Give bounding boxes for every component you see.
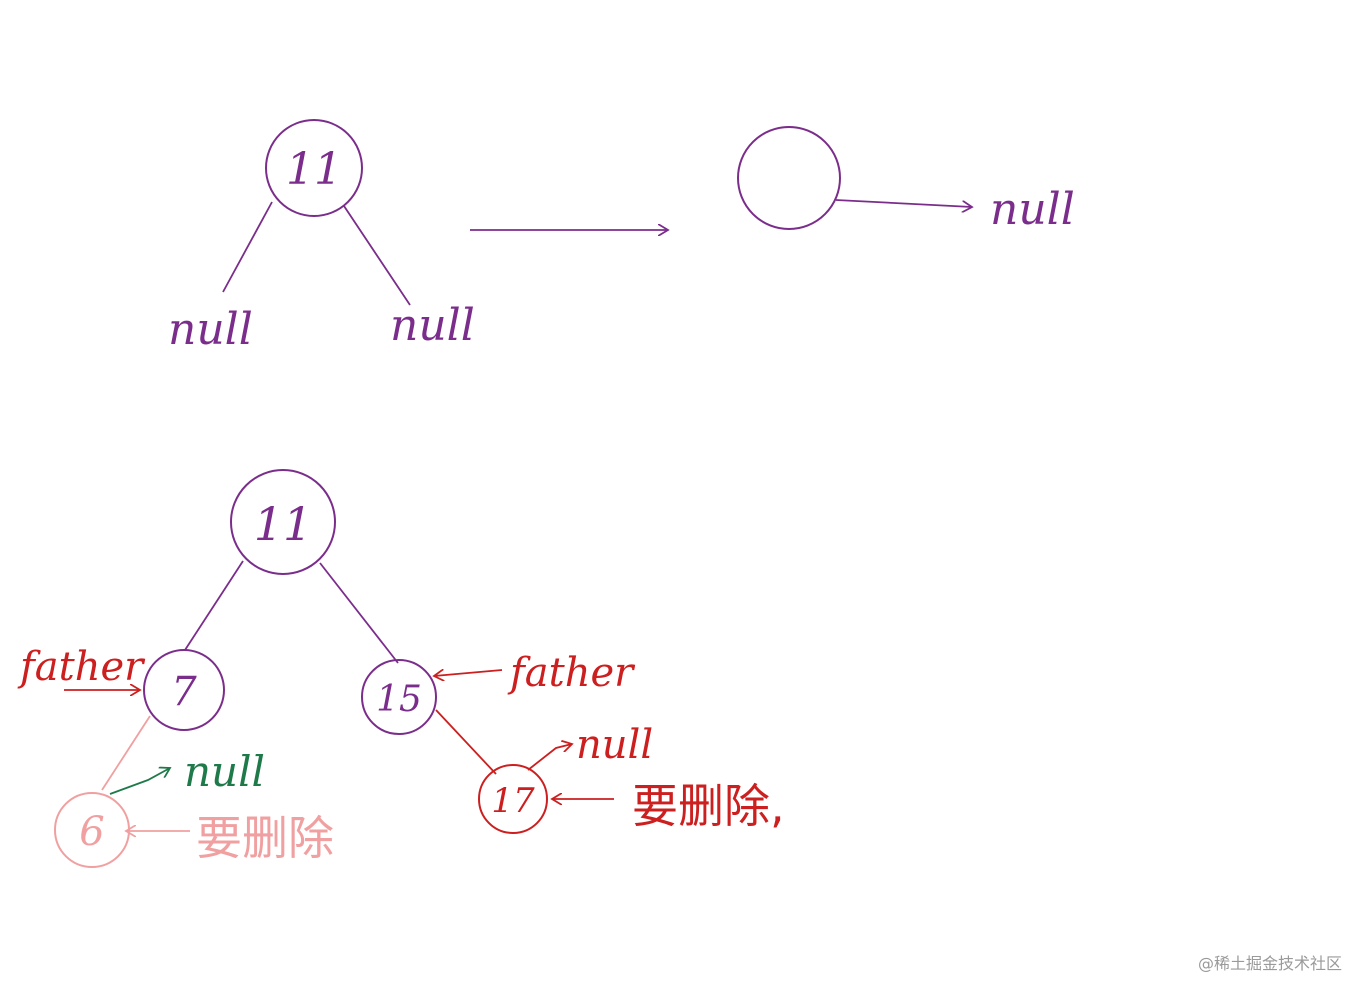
- top-diagram: 11 null null null: [168, 119, 1075, 355]
- bottom-root-node: [230, 469, 336, 575]
- right-null-label: null: [576, 722, 653, 768]
- top-left-null: null: [168, 304, 253, 355]
- bottom-root-value: 11: [254, 497, 313, 551]
- right-null-pointer-arrow: [527, 744, 572, 771]
- top-root-right-edge: [343, 205, 411, 306]
- bottom-root-right-edge: [319, 562, 399, 664]
- left-null-label: null: [184, 747, 265, 796]
- bottom-node-15-value: 15: [376, 679, 422, 720]
- top-root-left-edge: [222, 201, 273, 293]
- top-result-node: [737, 126, 841, 230]
- bottom-diagram: 11 7 15 6 17 father father null null 要删除…: [17, 469, 785, 868]
- bottom-node-17: [478, 764, 548, 834]
- right-father-label: father: [507, 650, 636, 696]
- left-father-label: father: [17, 644, 146, 690]
- bottom-15-to-17-edge: [435, 709, 497, 775]
- bottom-node-17-value: 17: [491, 781, 535, 821]
- top-root-value: 11: [286, 144, 342, 195]
- bottom-node-7: [143, 649, 225, 731]
- bottom-node-6-value: 6: [79, 809, 104, 855]
- bottom-root-left-edge: [184, 560, 244, 651]
- left-delete-label: 要删除: [196, 811, 334, 865]
- left-null-pointer-arrow: [109, 768, 170, 795]
- watermark-text: @稀土掘金技术社区: [1197, 954, 1342, 973]
- bottom-node-15: [361, 659, 437, 735]
- top-result-null: null: [990, 184, 1075, 235]
- right-father-arrow: [434, 669, 503, 676]
- right-delete-label: 要删除,: [632, 779, 785, 833]
- top-root-node: [265, 119, 363, 217]
- bottom-node-7-value: 7: [171, 669, 197, 715]
- top-result-pointer-arrow: [835, 199, 972, 207]
- bottom-7-to-6-edge: [101, 715, 151, 791]
- top-right-null: null: [390, 300, 475, 351]
